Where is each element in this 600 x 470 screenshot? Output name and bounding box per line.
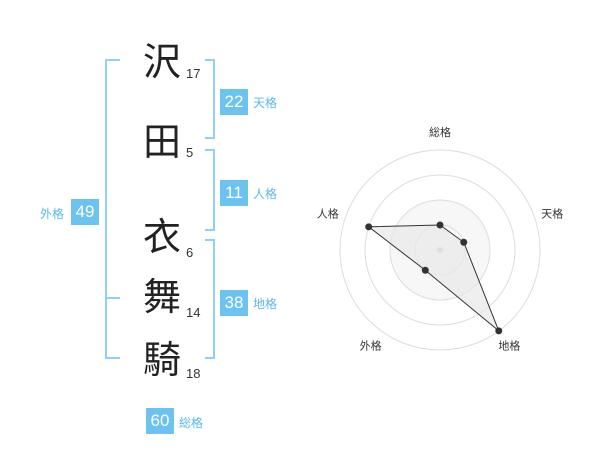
tenkaku-label: 天格 [253, 96, 278, 110]
gaikaku-bracket [105, 59, 120, 359]
radar-axis-label-2: 地格 [498, 338, 520, 352]
gaikaku-label: 外格 [40, 207, 65, 221]
radar-axis-label-4: 人格 [317, 207, 339, 221]
stroke-count-3: 6 [186, 245, 194, 260]
name-char-5: 騎 [142, 338, 181, 382]
radar-ring-4 [339, 149, 541, 351]
gaikaku-badge: 49 [71, 199, 99, 225]
radar-point-2 [495, 327, 503, 335]
chikaku-bracket [205, 239, 215, 359]
radar-point-3 [421, 266, 429, 274]
radar-point-1 [460, 238, 468, 246]
radar-ring-3 [364, 174, 516, 326]
soukaku-badge: 60 [146, 408, 174, 434]
soukaku-label: 総格 [179, 416, 204, 430]
stroke-count-4: 14 [186, 305, 201, 320]
tenkaku-badge: 22 [220, 89, 248, 115]
jinkaku-badge: 11 [220, 180, 248, 206]
radar-axis-label-0: 総格 [429, 125, 451, 139]
radar-polygon [367, 224, 500, 332]
radar-axis-label-1: 天格 [541, 207, 563, 221]
name-char-2: 田 [142, 120, 181, 164]
name-char-3: 衣 [142, 215, 181, 259]
stroke-count-2: 5 [186, 145, 194, 160]
stroke-count-1: 17 [186, 66, 201, 81]
radar-point-0 [436, 221, 444, 229]
stroke-count-5: 18 [186, 366, 201, 381]
name-char-1: 沢 [142, 40, 181, 84]
radar-point-4 [365, 223, 373, 231]
tenkaku-bracket [205, 59, 215, 139]
radar-axis-label-3: 外格 [360, 338, 382, 352]
name-char-4: 舞 [142, 275, 181, 319]
jinkaku-label: 人格 [253, 187, 278, 201]
jinkaku-bracket [205, 149, 215, 231]
chikaku-badge: 38 [220, 290, 248, 316]
chikaku-label: 地格 [253, 297, 278, 311]
